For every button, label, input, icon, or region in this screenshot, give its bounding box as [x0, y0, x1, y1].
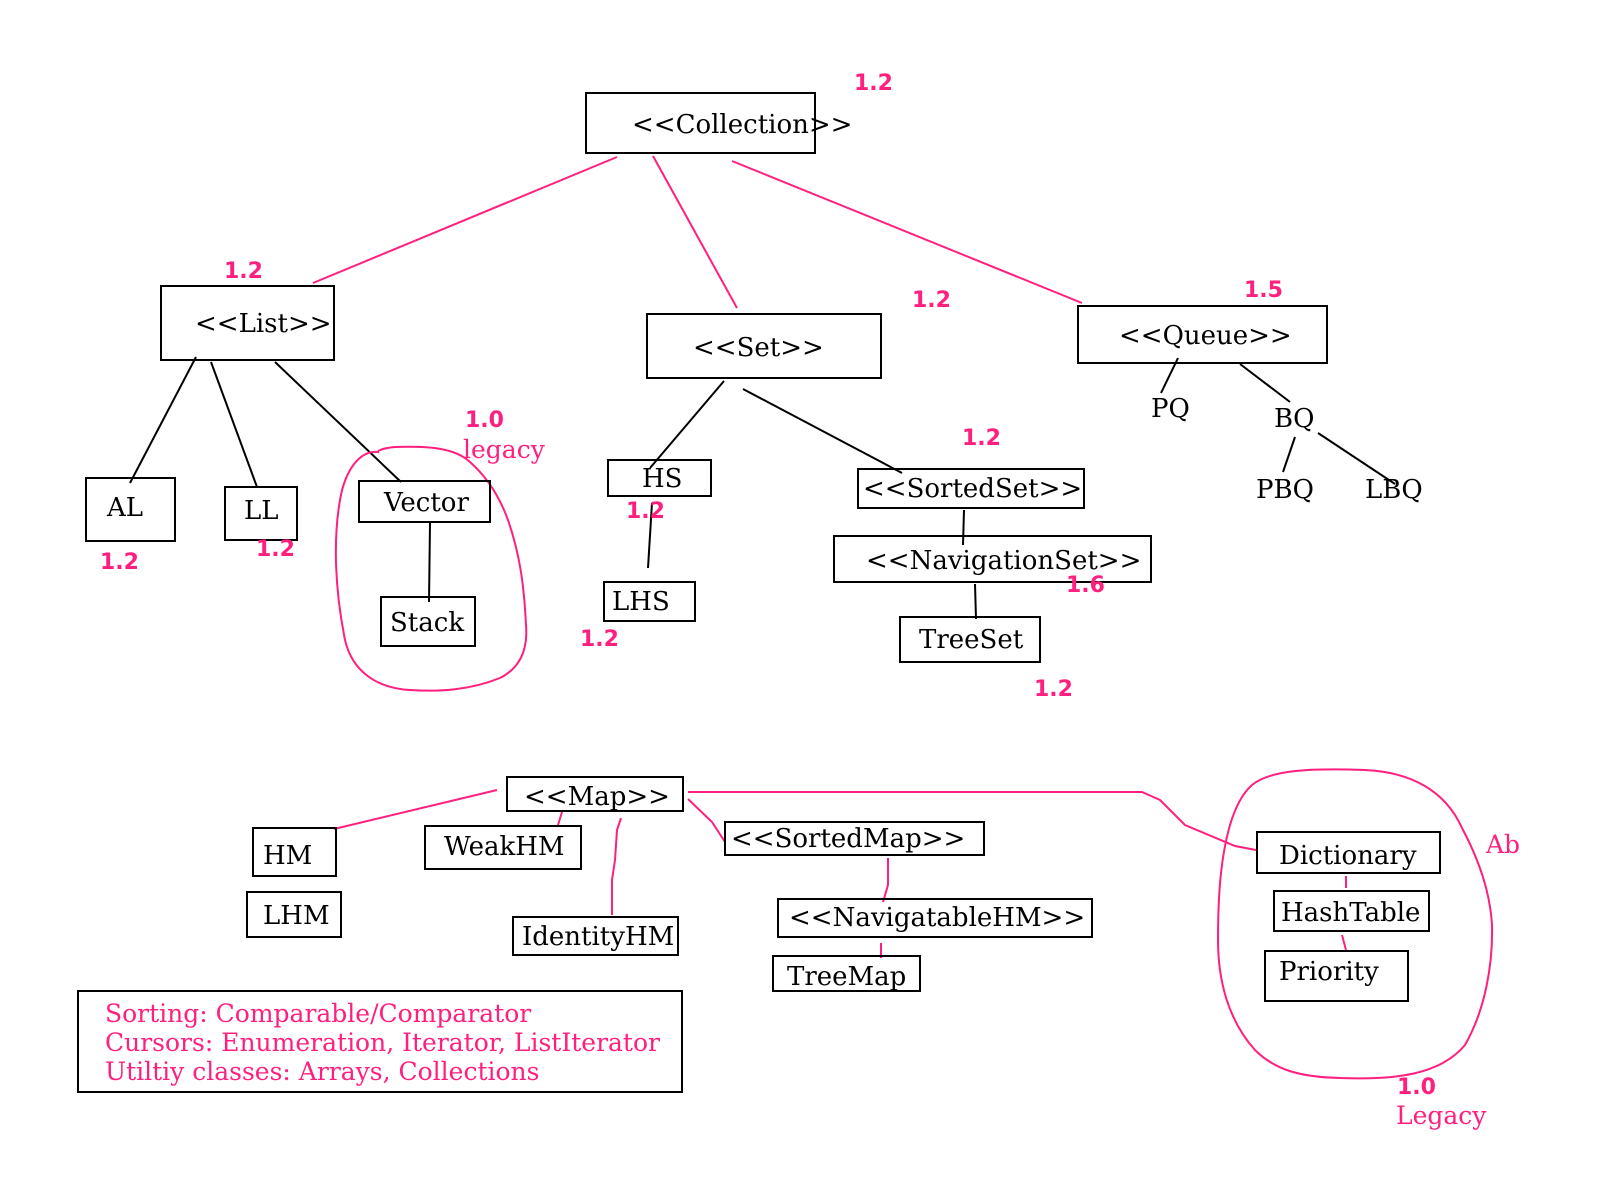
node-treemap-label: TreeMap [787, 962, 907, 992]
node-sortedset-label: <<SortedSet>> [863, 474, 1083, 504]
node-stack-label: Stack [390, 608, 465, 638]
node-set-label: <<Set>> [693, 333, 824, 363]
edge-list-ll [210, 361, 258, 488]
version-treeset: 1.2 [1034, 677, 1073, 702]
node-navigationset: <<NavigationSet>> [833, 535, 1152, 583]
edge-bq-pbq [1282, 436, 1296, 473]
node-al-label: AL [107, 493, 144, 523]
edge-hs-lhs [647, 502, 653, 569]
edge-map-weakhm [557, 811, 563, 826]
edge-set-sortedset [742, 388, 903, 474]
version-ll: 1.2 [256, 537, 295, 562]
node-hashtable: HashTable [1273, 890, 1430, 932]
node-vector-label: Vector [384, 488, 469, 518]
node-vector: Vector [358, 480, 491, 523]
node-navigationset-label: <<NavigationSet>> [866, 546, 1142, 576]
node-hashtable-label: HashTable [1281, 898, 1421, 928]
version-list: 1.2 [224, 259, 263, 284]
node-weakhm-label: WeakHM [444, 832, 565, 862]
node-weakhm: WeakHM [424, 825, 582, 870]
edge-list-al [129, 356, 197, 484]
legacy-circle-vector [334, 445, 528, 692]
node-ll: LL [224, 486, 298, 541]
version-navigationset: 1.6 [1066, 573, 1105, 598]
node-identityhm-label: IdentityHM [522, 922, 675, 952]
node-al: AL [85, 477, 176, 542]
node-map: <<Map>> [506, 776, 684, 812]
node-collection-label: <<Collection>> [632, 110, 853, 140]
edge-bq-lbq [1317, 432, 1396, 485]
node-treeset: TreeSet [899, 616, 1041, 663]
edge-map-sortedmap [687, 798, 726, 843]
edge-set-hs [649, 380, 725, 469]
edge-vector-stack [428, 522, 431, 603]
node-pbq: PBQ [1256, 475, 1314, 505]
version-set: 1.2 [912, 288, 951, 313]
node-set: <<Set>> [646, 313, 882, 379]
edge-map-identityhm [611, 817, 622, 915]
node-navigatablehm-label: <<NavigatableHM>> [789, 903, 1086, 933]
node-hm: HM [252, 827, 337, 877]
node-list: <<List>> [160, 285, 335, 361]
node-sortedset: <<SortedSet>> [857, 468, 1085, 509]
version-dictionary: 1.0 [1397, 1075, 1436, 1100]
version-collection: 1.2 [854, 71, 893, 96]
node-priority-label: Priority [1279, 957, 1379, 987]
edge-queue-bq [1239, 363, 1291, 403]
edge-collection-list [312, 156, 618, 284]
version-sortedset: 1.2 [962, 426, 1001, 451]
legacy-circle-dictionary [1216, 768, 1494, 1080]
node-sortedmap: <<SortedMap>> [724, 821, 985, 856]
node-lhm-label: LHM [263, 901, 330, 931]
version-al: 1.2 [100, 550, 139, 575]
edge-map-hm [333, 789, 498, 830]
edge-collection-set [652, 155, 738, 309]
dictionary-ab-label: Ab [1486, 830, 1521, 859]
node-priority: Priority [1264, 950, 1409, 1002]
edge-map-dictionary [688, 791, 1257, 851]
version-vector: 1.0 [465, 408, 504, 433]
node-map-label: <<Map>> [524, 782, 670, 812]
node-ll-label: LL [244, 496, 279, 526]
vector-legacy-label: legacy [463, 435, 545, 464]
node-navigatablehm: <<NavigatableHM>> [777, 898, 1093, 938]
node-lbq: LBQ [1365, 475, 1423, 505]
dictionary-legacy-label: Legacy [1396, 1101, 1487, 1130]
node-treeset-label: TreeSet [919, 625, 1024, 655]
node-pq: PQ [1151, 394, 1190, 424]
node-sortedmap-label: <<SortedMap>> [731, 824, 966, 854]
edge-hashtable-priority [1341, 934, 1347, 951]
edge-navigationset-treeset [974, 583, 977, 620]
edge-sortedset-navigationset [962, 509, 965, 546]
edge-sortedmap-navigatablehm [882, 858, 889, 903]
notes-cursors: Cursors: Enumeration, Iterator, ListIter… [105, 1028, 660, 1057]
node-lhs-label: LHS [612, 587, 670, 617]
node-treemap: TreeMap [772, 955, 921, 992]
node-queue: <<Queue>> [1077, 305, 1328, 364]
node-hs: HS [607, 459, 712, 497]
notes-sorting: Sorting: Comparable/Comparator [105, 999, 532, 1028]
node-list-label: <<List>> [195, 309, 332, 339]
node-hm-label: HM [263, 841, 313, 871]
node-lhm: LHM [246, 891, 342, 938]
node-lhs: LHS [603, 581, 696, 622]
version-hs: 1.2 [626, 499, 665, 524]
notes-utility: Utiltiy classes: Arrays, Collections [105, 1057, 540, 1086]
node-bq: BQ [1274, 404, 1315, 434]
node-collection: <<Collection>> [585, 92, 852, 154]
node-identityhm: IdentityHM [512, 916, 679, 956]
node-dictionary: Dictionary [1256, 831, 1441, 874]
version-queue: 1.5 [1244, 278, 1283, 303]
edge-list-vector [274, 361, 402, 483]
notes-box: Sorting: Comparable/Comparator Cursors: … [77, 990, 683, 1093]
node-hs-label: HS [642, 464, 683, 494]
node-queue-label: <<Queue>> [1119, 321, 1292, 351]
node-stack: Stack [380, 596, 476, 647]
version-lhs: 1.2 [580, 627, 619, 652]
edge-collection-queue [731, 160, 1083, 304]
node-dictionary-label: Dictionary [1279, 841, 1417, 871]
